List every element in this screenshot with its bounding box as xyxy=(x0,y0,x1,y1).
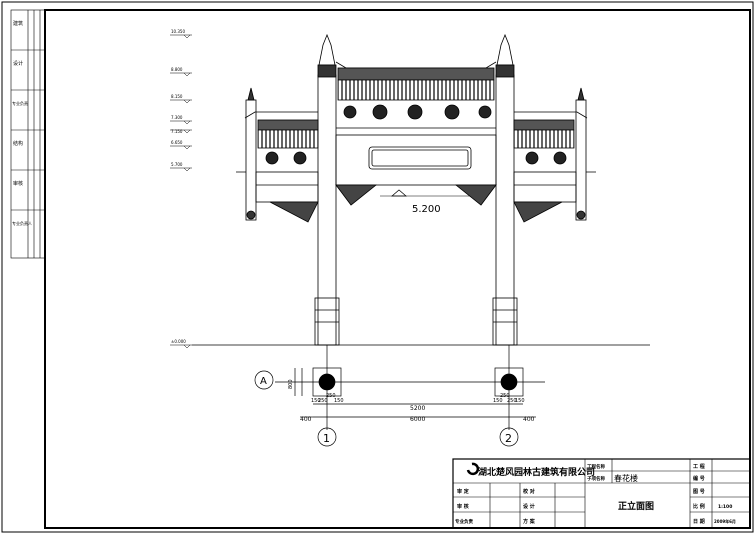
elevation-label: ±0.000 xyxy=(171,339,186,344)
row-label: 方 案 xyxy=(523,518,536,525)
subproject-label: 子项名称 xyxy=(587,475,605,482)
axis-bubble-2 xyxy=(499,427,519,447)
right-label: 图 号 xyxy=(693,488,705,495)
elevation-label: 6.650 xyxy=(171,140,183,145)
right-label: 编 号 xyxy=(693,475,705,482)
subproject-value: 春花楼 xyxy=(614,473,638,483)
elevation-label: 5.700 xyxy=(171,162,183,167)
row-label: 校 对 xyxy=(523,488,535,495)
axis-bubble-1 xyxy=(317,427,337,447)
inner-frame xyxy=(44,9,751,529)
sidebar-cell: 建筑 xyxy=(13,20,23,27)
company-name: 湖北楚风园林古建筑有限公司 xyxy=(478,466,595,478)
elevation-markers xyxy=(170,34,192,349)
elevation-label: 7.150 xyxy=(171,129,183,134)
row-label: 审 核 xyxy=(457,503,469,510)
sidebar-cell: 专业负责人 xyxy=(12,220,32,226)
dim-label: 250 xyxy=(326,393,336,399)
row-label: 审 定 xyxy=(457,488,469,495)
date-value: 2009年6月 xyxy=(714,518,736,524)
axis-label-1: 1 xyxy=(323,432,330,445)
right-label: 日 期 xyxy=(693,518,705,525)
drawing-title: 正立面图 xyxy=(618,500,654,512)
row-label: 设 计 xyxy=(523,503,535,510)
dim-label: 800 xyxy=(288,379,294,389)
dim-label: 250 xyxy=(500,393,510,399)
company-logo-icon xyxy=(466,462,480,476)
dim-label: 250 xyxy=(318,398,328,404)
dim-label-5200: 5200 xyxy=(410,405,425,412)
scale-value: 1:100 xyxy=(718,504,732,510)
dim-label: 250 xyxy=(507,398,517,404)
elevation-label: 7.300 xyxy=(171,115,183,120)
left-signature-strip xyxy=(10,9,46,259)
project-label: 工程名称 xyxy=(587,463,605,470)
foundation-plan xyxy=(254,345,545,447)
dim-label: 150 xyxy=(493,398,503,404)
dim-label: 150 xyxy=(334,398,344,404)
elevation-label: 10.350 xyxy=(171,29,185,34)
elevation-label: 8.800 xyxy=(171,67,183,72)
right-label: 工 程 xyxy=(693,463,705,470)
sidebar-cell: 审核 xyxy=(13,180,23,187)
dim-label: 150 xyxy=(515,398,525,404)
sidebar-cell: 结构 xyxy=(13,140,23,147)
archway-elevation xyxy=(236,33,596,346)
dim-label-400-left: 400 xyxy=(300,416,312,423)
axis-label-2: 2 xyxy=(505,432,512,445)
dim-label-400-right: 400 xyxy=(523,416,535,423)
right-label: 比 例 xyxy=(693,503,705,510)
axis-bubble-a xyxy=(254,370,274,390)
dim-label-6000: 6000 xyxy=(410,416,425,423)
axis-label-a: A xyxy=(260,376,267,387)
beam-elevation-label: 5.200 xyxy=(412,204,441,215)
sidebar-cell: 专业负责 xyxy=(12,100,28,106)
row-label: 专业负责 xyxy=(455,518,473,525)
dim-label: 150 xyxy=(311,398,321,404)
elevation-label: 8.150 xyxy=(171,94,183,99)
title-block xyxy=(452,458,751,529)
sidebar-cell: 设计 xyxy=(13,60,23,67)
